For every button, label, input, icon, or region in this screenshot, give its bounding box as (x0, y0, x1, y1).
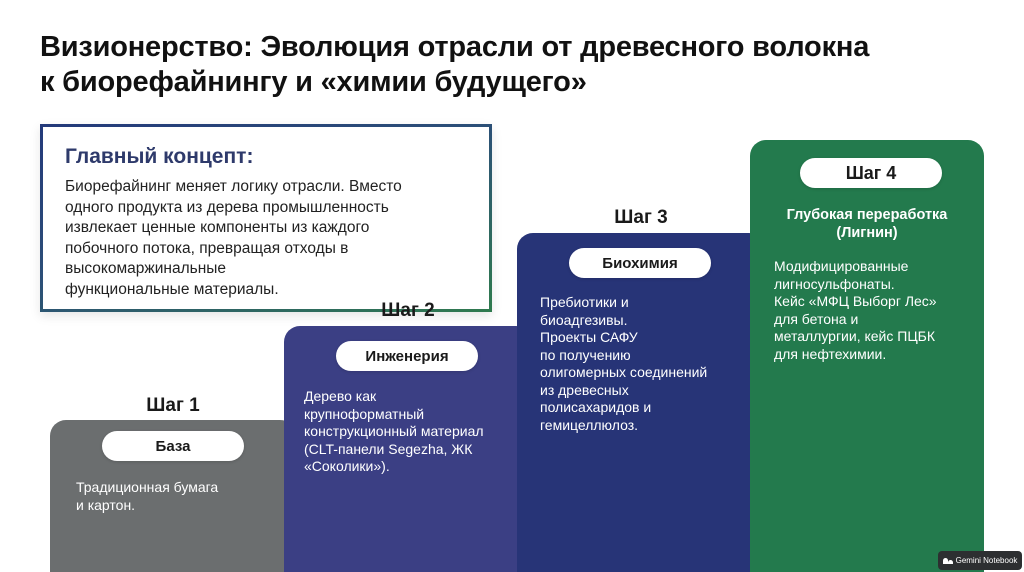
step-3-card: Биохимия Пребиотики и биоадгезивы. Проек… (517, 233, 765, 572)
step-3-text-line: по получению (540, 346, 631, 363)
gemini-notebook-badge: Gemini Notebook (938, 551, 1022, 570)
main-concept-line: функциональные материалы. (65, 280, 279, 298)
step-2-text-line: крупноформатный (304, 405, 425, 422)
step-3-text-line: Пребиотики и (540, 294, 629, 310)
step-4-text: Модифицированные лигносульфонаты. Кейс «… (774, 258, 937, 363)
step-2-label: Шаг 2 (381, 300, 435, 321)
step-2-text-line: (CLT-панели Segezha, ЖК (304, 440, 473, 457)
step-4-text-line: лигносульфонаты. (774, 275, 895, 292)
step-1-card: База Традиционная бумага и картон. (50, 420, 296, 572)
step-4-pill-label: Шаг 4 (800, 158, 942, 188)
step-2-text: Дерево как крупноформатный конструкционн… (304, 388, 484, 476)
step-3-text-line: гемицеллюлоз. (540, 416, 639, 433)
step-1-text-line: Традиционная бумага (76, 479, 219, 495)
main-concept-line: одного продукта из дерева промышленность (65, 198, 389, 216)
main-concept-text: Биорефайнинг меняет логику отрасли. Вмес… (65, 177, 475, 300)
step-4-text-line: Модифицированные (774, 258, 909, 274)
step-3-text-line: биоадгезивы. (540, 311, 628, 328)
main-concept-line: побочного потока, превращая отходы в (65, 239, 349, 257)
step-3-pill: Биохимия (569, 248, 711, 278)
step-1-pill: База (102, 431, 244, 461)
page-title-line-1: Визионерство: Эволюция отрасли от древес… (40, 31, 870, 63)
page-title-line-2: к биорефайнингу и «химии будущего» (40, 66, 587, 98)
step-3-text-line: олигомерных соединений (540, 364, 708, 380)
step-2-pill: Инженерия (336, 341, 478, 371)
step-2-text-line: Дерево как (304, 388, 377, 404)
page-title: Визионерство: Эволюция отрасли от древес… (40, 30, 1000, 100)
main-concept-line: высокомаржинальные (65, 260, 227, 277)
main-concept-line: Биорефайнинг меняет логику отрасли. Вмес… (65, 178, 402, 195)
main-concept-heading: Главный концепт: (65, 145, 254, 168)
step-4-heading: Глубокая переработка (Лигнин) (750, 206, 984, 242)
step-2-text-line: «Соколики»). (304, 458, 390, 474)
step-3-text-line: из древесных (540, 381, 629, 398)
step-4-heading-line: Глубокая переработка (786, 207, 948, 223)
step-4-text-line: Кейс «МФЦ Выборг Лес» (774, 293, 937, 309)
step-3-text-line: Проекты САФУ (540, 329, 638, 345)
step-2-card: Инженерия Дерево как крупноформатный кон… (284, 326, 532, 572)
step-3-label: Шаг 3 (614, 207, 668, 228)
step-2-text-line: конструкционный материал (304, 423, 484, 439)
gemini-notebook-icon (942, 557, 953, 564)
step-4-text-line: металлургии, кейс ПЦБК (774, 328, 936, 344)
step-4-card: Шаг 4 Глубокая переработка (Лигнин) Моди… (750, 140, 984, 572)
step-4-text-line: для нефтехимии. (774, 345, 887, 362)
step-4-heading-line: (Лигнин) (836, 225, 898, 241)
step-4-text-line: для бетона и (774, 310, 859, 327)
main-concept-line: извлекает ценные компоненты из каждого (65, 219, 370, 236)
step-1-text-line: и картон. (76, 496, 136, 513)
step-3-text-line: полисахаридов и (540, 399, 652, 415)
step-1-label: Шаг 1 (146, 395, 200, 416)
step-3-text: Пребиотики и биоадгезивы. Проекты САФУ п… (540, 294, 707, 434)
main-concept-box: Главный концепт: Биорефайнинг меняет лог… (40, 124, 492, 312)
gemini-notebook-label: Gemini Notebook (955, 556, 1018, 565)
step-1-text: Традиционная бумага и картон. (76, 479, 218, 514)
